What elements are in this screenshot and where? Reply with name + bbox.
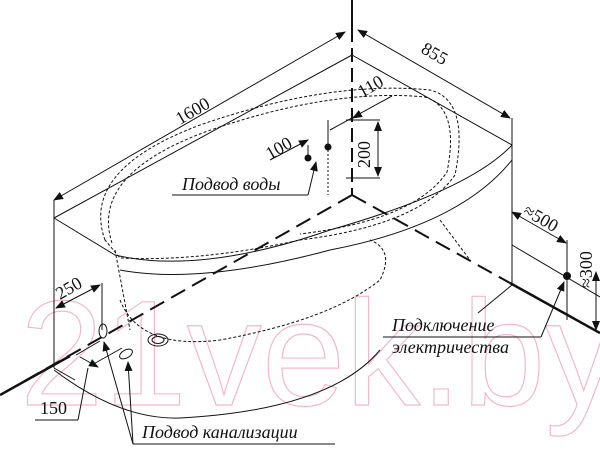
dim-200: 200 [354, 141, 374, 168]
dim-500: ≈500 [520, 200, 562, 236]
dim-300: ≈300 [576, 251, 596, 288]
dim-water-supply [269, 95, 393, 195]
dim-110: 110 [354, 71, 387, 101]
dim-100: 100 [262, 133, 295, 164]
drain-fittings [75, 323, 133, 368]
label-electric: Подключение электричества [383, 281, 565, 357]
label-water-supply: Подвод воды [172, 161, 318, 196]
label-sewer: Подвод канализации [102, 341, 335, 445]
svg-text:21vek.by: 21vek.by [20, 269, 600, 437]
svg-text:1600: 1600 [172, 93, 213, 128]
svg-text:Подвод воды: Подвод воды [181, 174, 280, 194]
svg-text:855: 855 [418, 38, 451, 69]
svg-text:Подвод канализации: Подвод канализации [141, 422, 298, 442]
dim-width: 855 [357, 29, 511, 119]
svg-text:Подключение: Подключение [391, 315, 494, 335]
dim-electric [511, 211, 600, 331]
svg-text:электричества: электричества [392, 337, 509, 357]
dim-drain-bottom: 150 [35, 367, 89, 421]
watermark: 21vek.by [19, 268, 600, 437]
svg-text:150: 150 [40, 398, 67, 418]
wall-corner-axis [0, 0, 600, 397]
